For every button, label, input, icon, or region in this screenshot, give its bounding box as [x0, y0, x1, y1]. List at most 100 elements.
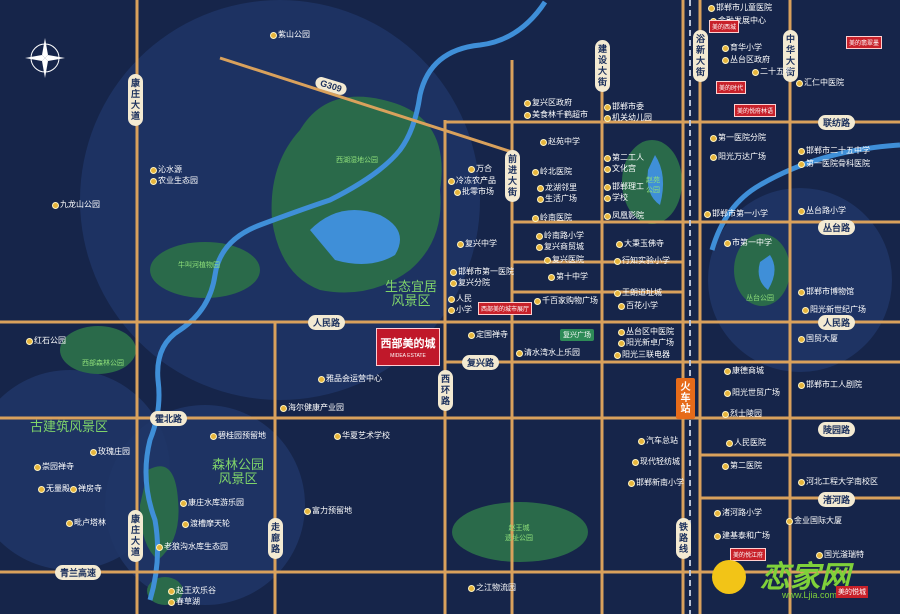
poi-label: 碧桂园预留地	[218, 431, 266, 440]
poi-label: 岭南医院	[540, 213, 572, 222]
poi-marker-icon	[604, 166, 611, 173]
poi-marker-icon	[710, 135, 717, 142]
project-subtitle: MIDEA ESTATE	[390, 353, 426, 359]
poi-marker-icon	[524, 100, 531, 107]
poi-label: 阳光新世纪广场	[810, 305, 866, 314]
poi-marker-icon	[210, 433, 217, 440]
poi-label: 无量殿	[46, 484, 70, 493]
poi-label: 邯郸市儿童医院	[716, 3, 772, 12]
poi-label: 汽车总站	[646, 436, 678, 445]
poi-label: 渡槽摩天轮	[190, 519, 230, 528]
poi-label: 金融发展中心	[718, 16, 766, 25]
poi-marker-icon	[722, 57, 729, 64]
poi-marker-icon	[796, 80, 803, 87]
poi-label: 赵王欢乐谷	[176, 586, 216, 595]
poi-label: 康庄水库游乐园	[188, 498, 244, 507]
poi-marker-icon	[536, 233, 543, 240]
poi-label: 复兴区政府	[532, 98, 572, 107]
road-kangzhuang: 康庄大道	[128, 74, 143, 126]
poi-label: 复兴分院	[458, 278, 490, 287]
poi-marker-icon	[34, 464, 41, 471]
niujiao-park-label: 牛叫河植物园	[178, 262, 220, 269]
poi-label: 丛台区中医院	[626, 327, 674, 336]
poi-label: 春草湖	[176, 597, 200, 606]
niujiao-park-area	[150, 242, 260, 298]
poi-label: 批零市场	[462, 187, 494, 196]
poi-marker-icon	[534, 298, 541, 305]
poi-label: 邯郸新南小学	[636, 478, 684, 487]
poi-label: 阳光万达广场	[718, 152, 766, 161]
poi-label: 丛台路小学	[806, 206, 846, 215]
brand-tag: 美的悦城	[836, 586, 868, 598]
poi-label: 百花小学	[626, 301, 658, 310]
poi-label: 人民	[456, 294, 472, 303]
poi-label: 岭北医院	[540, 167, 572, 176]
poi-label: 机关幼儿园	[612, 113, 652, 122]
poi-label: 现代轻纺城	[640, 457, 680, 466]
poi-label: 华夏艺术学校	[342, 431, 390, 440]
poi-marker-icon	[816, 552, 823, 559]
poi-marker-icon	[38, 486, 45, 493]
road-zhonghua: 中华大街	[783, 30, 798, 82]
poi-label: 第二医院	[730, 461, 762, 470]
poi-label: 第一医院骨科医院	[806, 159, 870, 168]
river	[143, 0, 548, 601]
road-zhuhe: 渚河路	[818, 492, 856, 507]
road-fuxing: 复兴路	[462, 355, 500, 370]
poi-marker-icon	[708, 5, 715, 12]
poi-marker-icon	[524, 112, 531, 119]
poi-marker-icon	[532, 169, 539, 176]
poi-label: 邯郸市第一医院	[458, 267, 514, 276]
poi-label: 二十五中	[760, 67, 792, 76]
poi-marker-icon	[714, 510, 721, 517]
poi-label: 国光滏瑞特	[824, 550, 864, 559]
poi-label: 龙湖邻里	[545, 183, 577, 192]
poi-marker-icon	[280, 405, 287, 412]
road-renmin-east: 人民路	[818, 315, 856, 330]
poi-label: 阳光新卓广场	[626, 338, 674, 347]
poi-marker-icon	[450, 280, 457, 287]
xibu-park-area	[60, 326, 136, 374]
poi-label: 毗卢塔林	[74, 518, 106, 527]
poi-marker-icon	[604, 184, 611, 191]
poi-label: 雅品会运营中心	[326, 374, 382, 383]
poi-marker-icon	[798, 289, 805, 296]
road-lianfang: 联纺路	[818, 115, 856, 130]
poi-label: 玫瑰庄园	[98, 447, 130, 456]
zhaowang-park-label: 赵王城遗址公园	[505, 525, 533, 542]
poi-label: 复兴商贸城	[544, 242, 584, 251]
poi-marker-icon	[724, 390, 731, 397]
poi-marker-icon	[798, 382, 805, 389]
poi-marker-icon	[604, 104, 611, 111]
poi-marker-icon	[26, 338, 33, 345]
road-qianjin: 前进大街	[505, 150, 520, 202]
poi-marker-icon	[604, 213, 611, 220]
forest-zone-title: 森林公园风景区	[212, 457, 265, 486]
xibu-park-label: 西部森林公园	[82, 360, 124, 367]
poi-marker-icon	[448, 296, 455, 303]
road-renmin: 人民路	[308, 315, 346, 330]
project-tag: 美的西城	[709, 20, 740, 33]
road-huobei: 霍北路	[150, 411, 188, 426]
poi-label: 赵苑中学	[548, 137, 580, 146]
compass-icon	[25, 38, 65, 78]
poi-marker-icon	[604, 195, 611, 202]
poi-marker-icon	[537, 185, 544, 192]
poi-marker-icon	[724, 368, 731, 375]
poi-label: 烈士陵园	[730, 409, 762, 418]
poi-label: 老狼沟水库生态园	[164, 542, 228, 551]
poi-label: 育华小学	[730, 43, 762, 52]
road-yuxin: 浴新大街	[693, 30, 708, 82]
project-marker[interactable]: 西部美的城 MIDEA ESTATE	[376, 328, 440, 366]
poi-label: 市第一中学	[732, 238, 772, 247]
road-zoulang: 走廊路	[268, 518, 283, 559]
poi-marker-icon	[544, 257, 551, 264]
poi-marker-icon	[628, 480, 635, 487]
railway-station[interactable]: 火车站	[676, 378, 695, 419]
poi-label: 美食林千鹤超市	[532, 110, 588, 119]
poi-marker-icon	[548, 274, 555, 281]
poi-label: 定国禅寺	[476, 330, 508, 339]
poi-label: 康德商城	[732, 366, 764, 375]
